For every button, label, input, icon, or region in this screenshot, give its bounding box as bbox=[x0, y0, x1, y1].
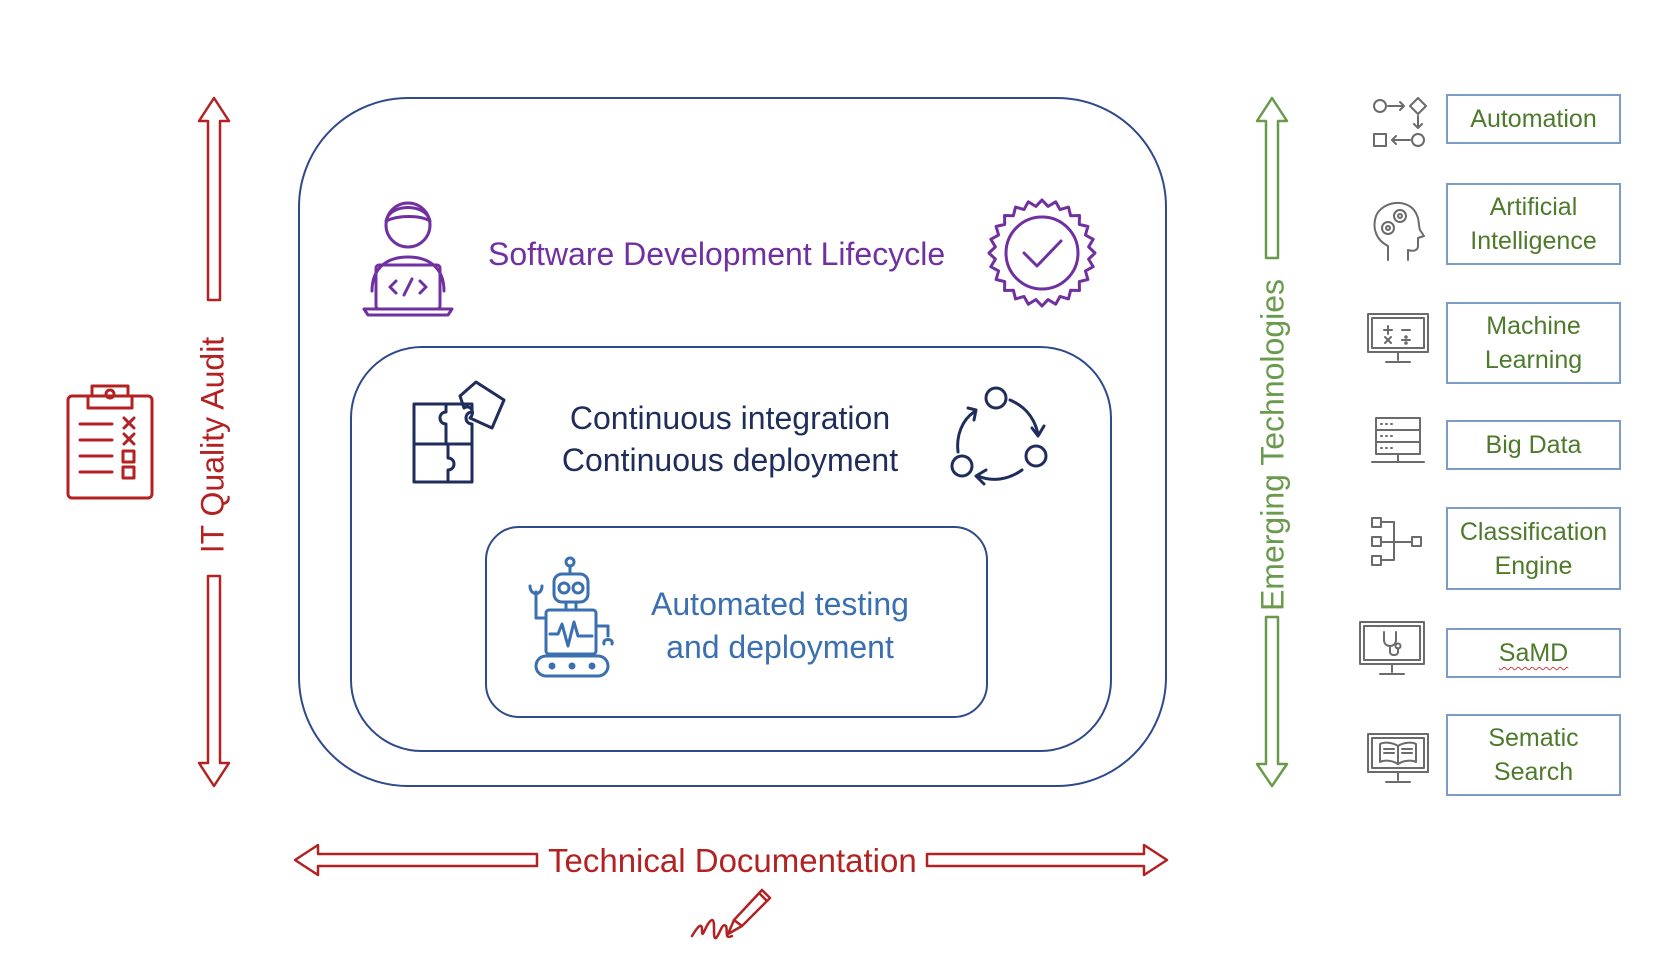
tech-box-label: Big Data bbox=[1485, 431, 1582, 459]
fountain-pen-signature-icon bbox=[690, 888, 772, 940]
automated-testing-label: Automated testing bbox=[651, 586, 909, 622]
emerging-technologies-text: Emerging Technologies bbox=[1254, 278, 1291, 612]
audit-vertical-arrow-up bbox=[197, 96, 231, 302]
cycle-arrows-icon bbox=[950, 386, 1048, 486]
ci-label: Continuous integration bbox=[569, 400, 891, 436]
tech-box-label: SaMD bbox=[1498, 639, 1569, 667]
sdlc-title: Software Development Lifecycle bbox=[488, 236, 946, 272]
sdlc-container bbox=[298, 97, 1167, 787]
monitor-math-icon bbox=[1367, 313, 1429, 363]
ci-cd-container bbox=[350, 346, 1112, 752]
robot-icon bbox=[528, 556, 614, 678]
tech-box-machine-learning: Machine Learning bbox=[1446, 302, 1621, 384]
developer-laptop-icon bbox=[362, 201, 454, 317]
tech-box-label: Sematic bbox=[1488, 724, 1579, 752]
tech-box-label: Classification bbox=[1459, 517, 1608, 546]
doc-horizontal-arrow-left bbox=[293, 843, 539, 877]
tech-box-label: Automation bbox=[1470, 105, 1597, 133]
tech-box-automation: Automation bbox=[1446, 94, 1621, 144]
doc-horizontal-arrow-right bbox=[925, 843, 1169, 877]
tech-box-classification-engine: Classification Engine bbox=[1446, 507, 1621, 590]
tech-box-label-line2: Learning bbox=[1484, 346, 1583, 374]
tech-box-label-line2: Engine bbox=[1494, 551, 1573, 580]
head-gears-icon bbox=[1373, 201, 1425, 261]
tech-box-samd: SaMD bbox=[1446, 628, 1621, 678]
cd-label: Continuous deployment bbox=[561, 442, 899, 478]
tech-box-big-data: Big Data bbox=[1446, 420, 1621, 470]
tech-box-label: Artificial bbox=[1489, 193, 1578, 221]
clipboard-checklist-icon bbox=[66, 384, 154, 500]
tech-box-label-line2: Search bbox=[1493, 758, 1574, 786]
it-quality-audit-text: IT Quality Audit bbox=[194, 336, 231, 554]
monitor-stethoscope-icon bbox=[1359, 621, 1425, 675]
verified-badge-icon bbox=[987, 198, 1097, 308]
tree-hierarchy-icon bbox=[1371, 517, 1422, 566]
emerging-vertical-arrow-up bbox=[1255, 96, 1289, 260]
it-quality-audit-label: IT Quality Audit bbox=[185, 330, 241, 560]
puzzle-pieces-icon bbox=[412, 380, 506, 484]
emerging-technologies-label: Emerging Technologies bbox=[1245, 270, 1301, 620]
tech-box-label: Machine bbox=[1486, 312, 1581, 340]
technical-documentation-label: Technical Documentation bbox=[548, 842, 917, 879]
monitor-book-icon bbox=[1367, 733, 1429, 783]
tech-box-label-line2: Intelligence bbox=[1470, 227, 1597, 255]
audit-vertical-arrow-down bbox=[197, 574, 231, 788]
server-rack-icon bbox=[1371, 417, 1425, 463]
tech-box-sematic-search: Sematic Search bbox=[1446, 714, 1621, 796]
tech-box-artificial-intelligence: Artificial Intelligence bbox=[1446, 183, 1621, 265]
flow-diagram-icon bbox=[1373, 97, 1427, 147]
emerging-vertical-arrow-down bbox=[1255, 615, 1289, 788]
deployment-label: and deployment bbox=[666, 629, 894, 665]
automated-testing-container bbox=[485, 526, 988, 718]
